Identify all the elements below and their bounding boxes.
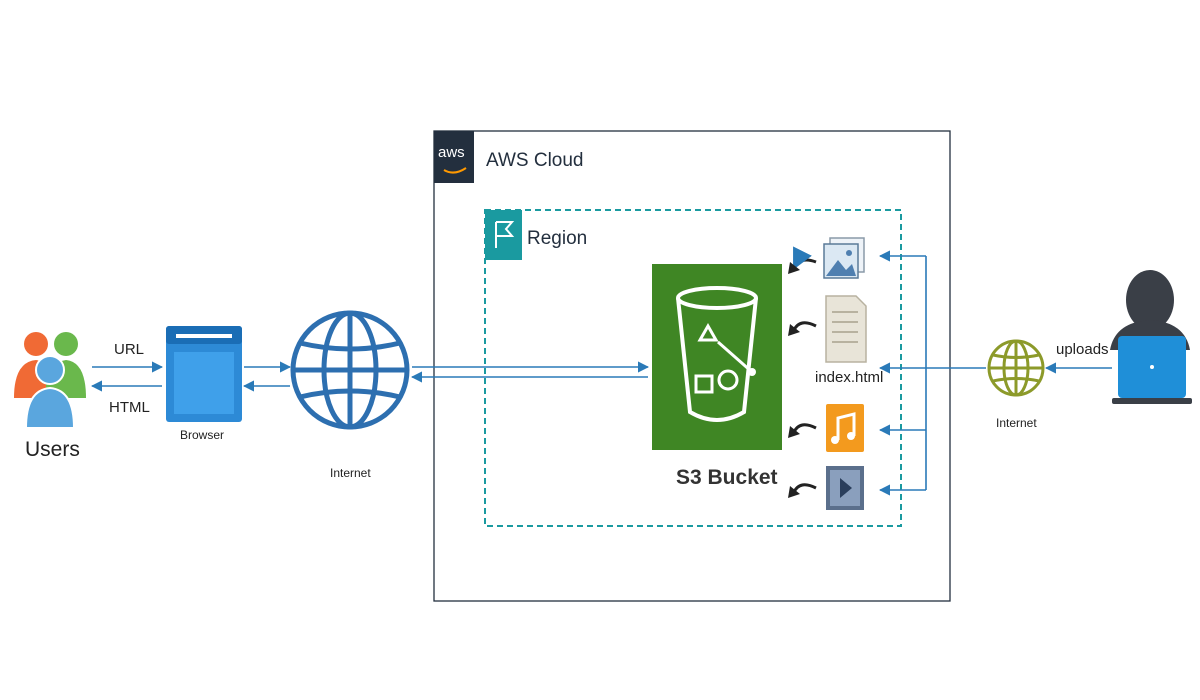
image-file-icon xyxy=(823,237,865,279)
video-file-icon xyxy=(826,466,864,510)
globe-icon xyxy=(290,310,410,430)
curved-arrow-icon xyxy=(792,321,817,331)
html-label: HTML xyxy=(109,399,150,416)
browser-label: Browser xyxy=(180,428,225,442)
aws-cloud-group xyxy=(433,130,951,602)
s3-bucket-icon xyxy=(652,264,782,450)
aws-cloud-label: AWS Cloud xyxy=(486,150,584,171)
curved-arrow-icon xyxy=(792,483,817,493)
curved-arrow-icon xyxy=(792,246,817,270)
document-icon xyxy=(825,295,867,363)
index-html-label: index.html xyxy=(815,369,884,386)
connector-arrows xyxy=(90,250,1112,496)
aws-logo-icon xyxy=(434,131,474,183)
users-group-icon xyxy=(14,332,86,429)
s3-bucket-label: S3 Bucket xyxy=(676,466,778,489)
internet-left-label: Internet xyxy=(330,466,371,480)
aws-logo-text: aws xyxy=(438,144,465,161)
flag-icon xyxy=(485,210,522,260)
url-label: URL xyxy=(114,341,145,358)
globe-icon xyxy=(987,339,1045,397)
internet-right-label: Internet xyxy=(996,416,1037,430)
curved-arrow-icon xyxy=(792,423,817,433)
users-label: Users xyxy=(25,438,80,461)
uploads-label: uploads xyxy=(1056,341,1109,358)
browser-window-icon xyxy=(166,326,242,422)
region-label: Region xyxy=(527,228,588,249)
person-laptop-icon xyxy=(1110,270,1192,404)
music-file-icon xyxy=(826,404,864,452)
